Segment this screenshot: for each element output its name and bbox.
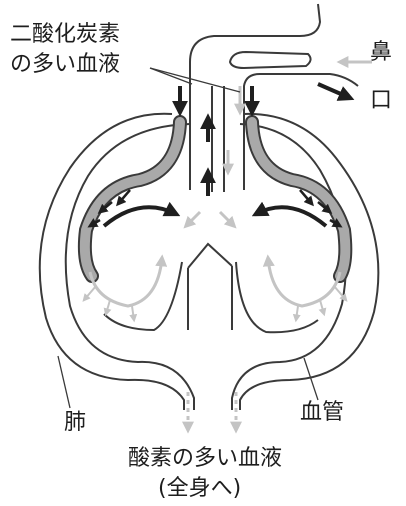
o2-flow-arrows — [84, 62, 372, 430]
lung-label: 肺 — [64, 410, 86, 436]
mouth-label: 口 — [370, 88, 392, 114]
co2-blood-label-line1: 二酸化炭素 — [10, 22, 120, 48]
blood-vessel-label: 血管 — [300, 400, 344, 426]
o2-blood-label-line2: (全身へ) — [158, 476, 241, 502]
nose-label: 鼻 — [370, 40, 392, 66]
o2-blood-label-line1: 酸素の多い血液 — [128, 446, 282, 472]
co2-flow-arrows — [90, 84, 350, 226]
co2-blood-label-line2: の多い血液 — [10, 52, 120, 78]
